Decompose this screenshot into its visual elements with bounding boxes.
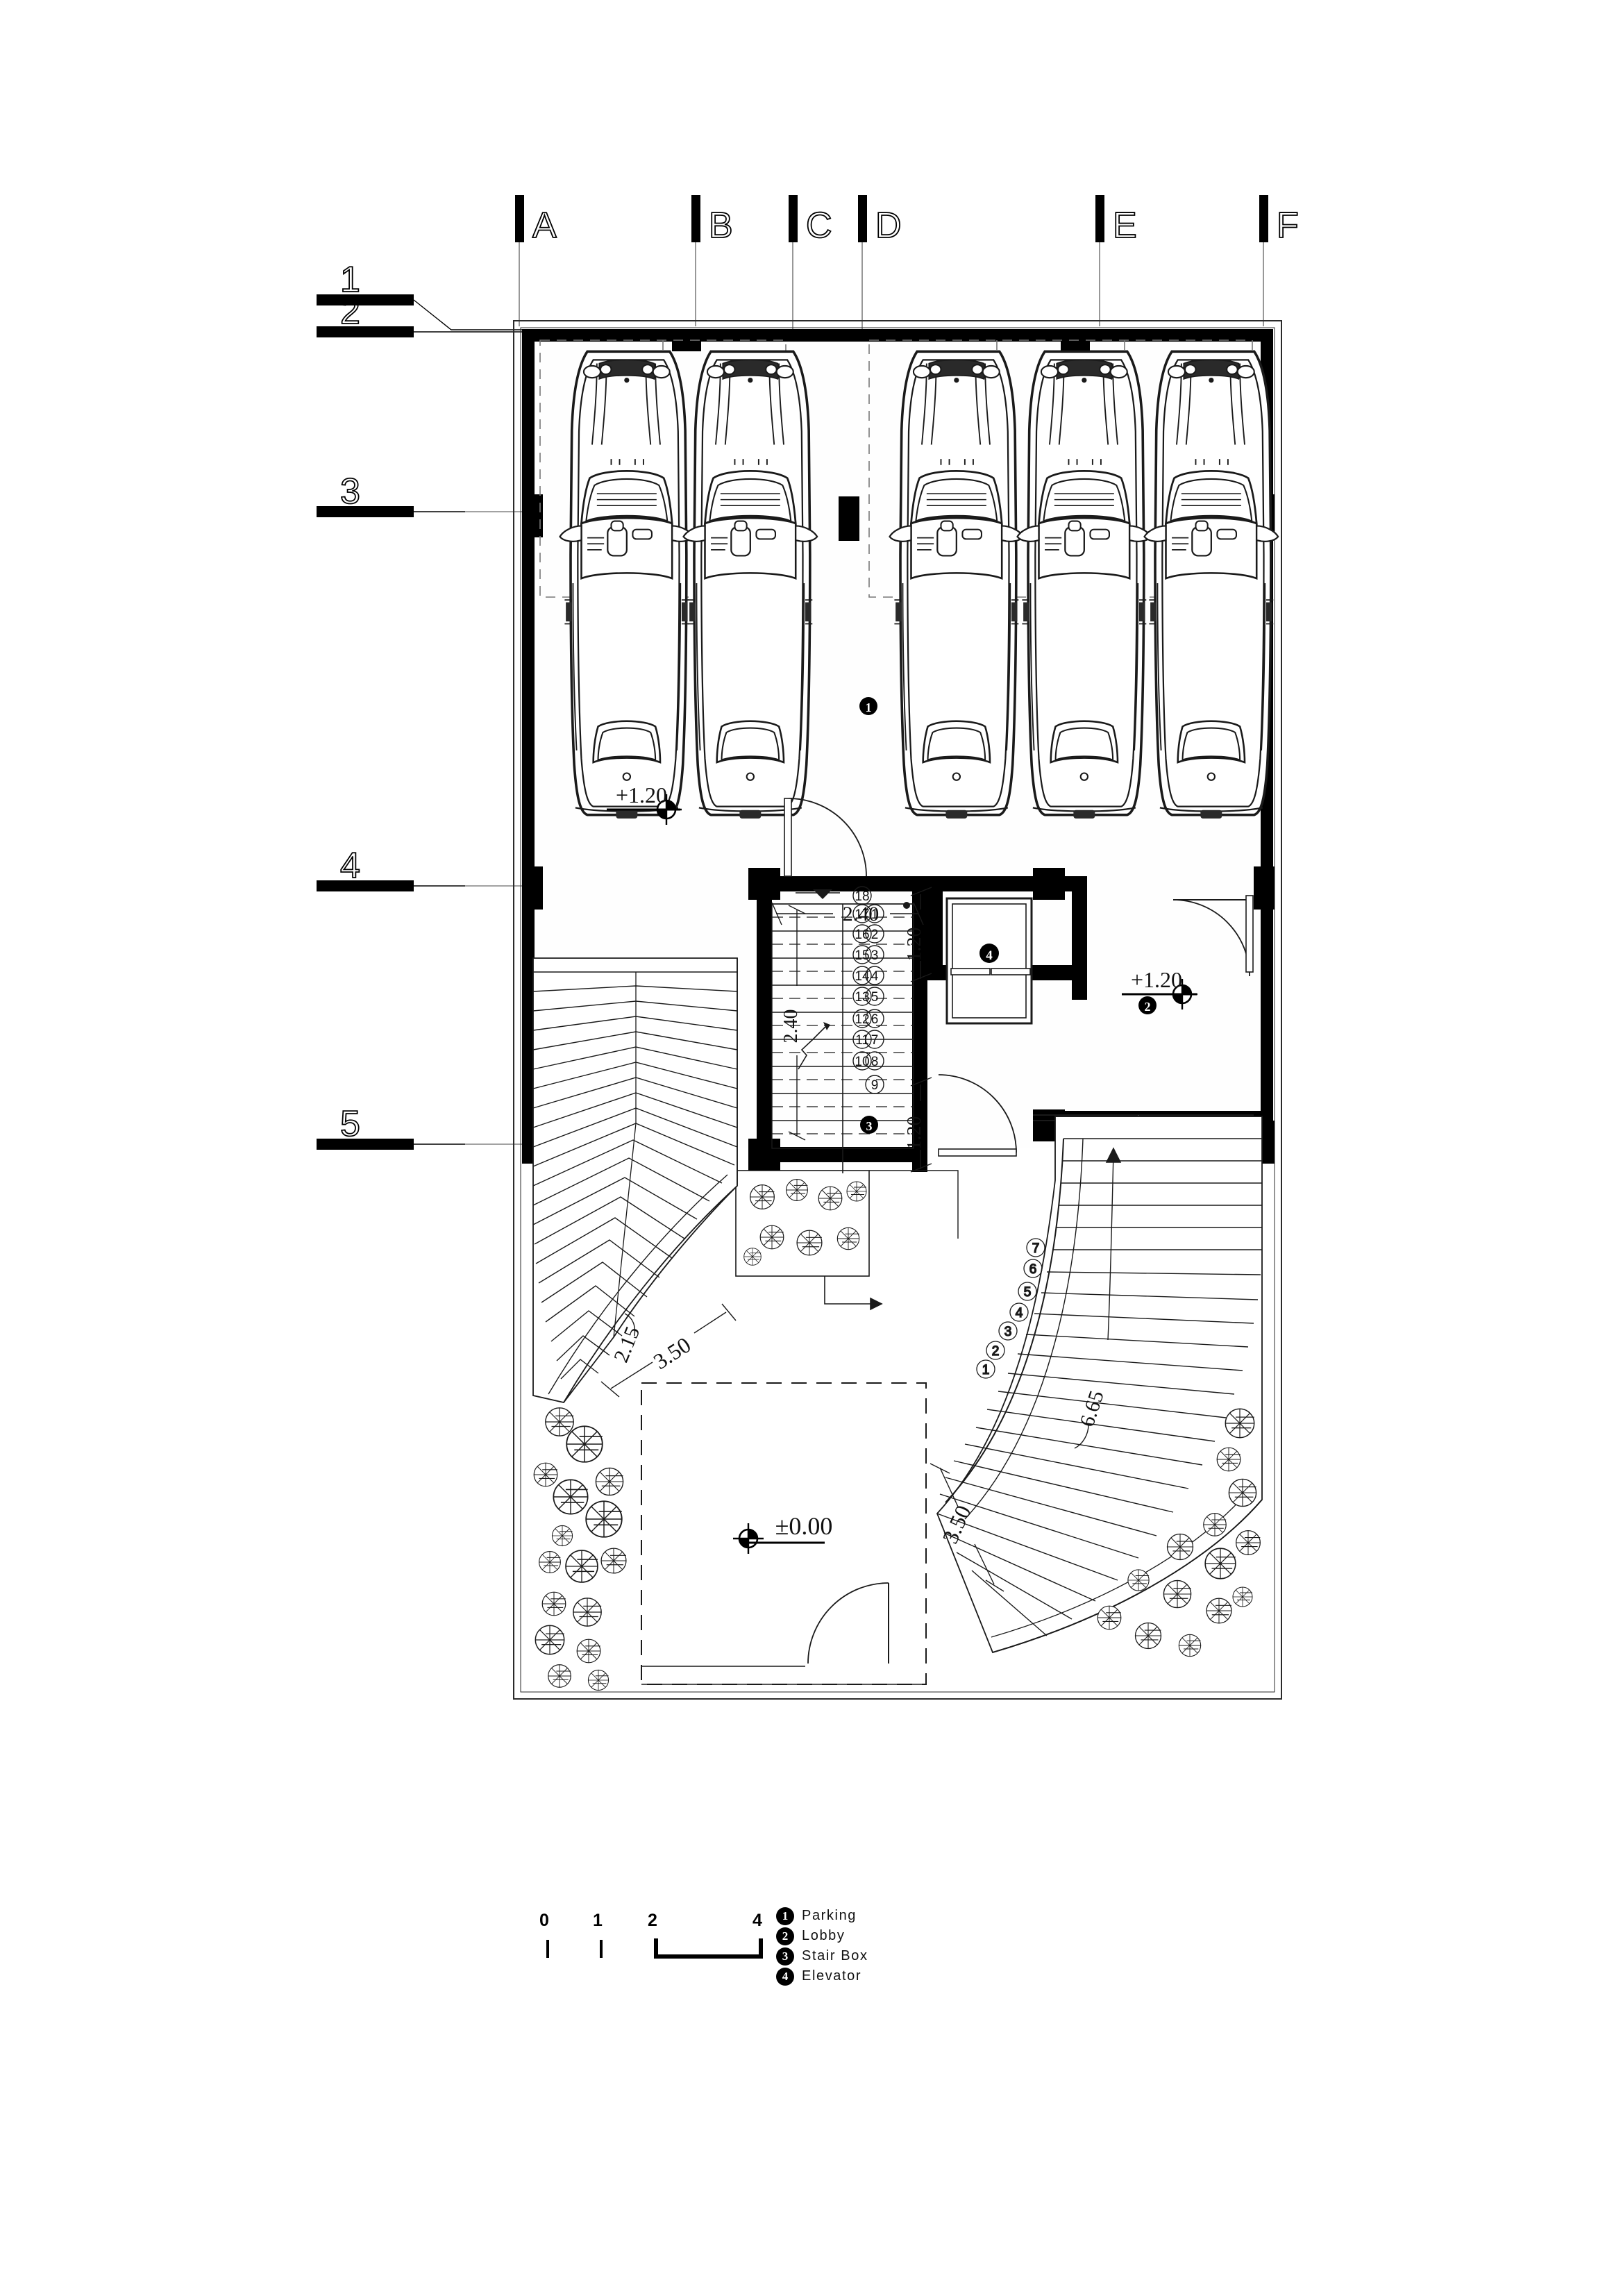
elevation-markers: +1.20 +1.20 ±0.00 — [607, 782, 1199, 1555]
svg-text:1: 1 — [871, 907, 879, 922]
legend-item-lobby: 2 Lobby — [776, 1926, 868, 1946]
parked-cars — [558, 350, 1279, 820]
svg-text:B: B — [709, 206, 733, 246]
right-curved-stair: 1 2 3 4 5 6 7 — [936, 1116, 1263, 1654]
svg-text:5: 5 — [1024, 1285, 1032, 1300]
svg-text:4: 4 — [340, 846, 360, 886]
legend-item-stair-box: 3 Stair Box — [776, 1946, 868, 1966]
svg-text:5: 5 — [871, 990, 879, 1005]
svg-text:2: 2 — [1145, 1000, 1151, 1014]
svg-text:12: 12 — [855, 1012, 869, 1027]
svg-text:+1.20: +1.20 — [616, 782, 667, 807]
legend-bullet-2: 2 — [776, 1927, 794, 1945]
svg-text:4: 4 — [1016, 1306, 1023, 1321]
svg-text:3.50: 3.50 — [649, 1332, 696, 1374]
svg-text:2: 2 — [340, 292, 360, 332]
svg-text:1: 1 — [866, 701, 872, 714]
site-boundary — [513, 320, 1282, 1700]
scale-tick-2: 2 — [648, 1911, 657, 1930]
svg-text:1.20: 1.20 — [904, 1116, 925, 1150]
entry-plaza — [641, 1382, 927, 1685]
scale-bar — [546, 1938, 763, 1959]
svg-text:2: 2 — [992, 1344, 1000, 1359]
legend-bullet-1: 1 — [776, 1907, 794, 1925]
svg-text:4: 4 — [871, 969, 879, 984]
svg-text:13: 13 — [855, 990, 869, 1005]
legend-bullet-3: 3 — [776, 1947, 794, 1966]
svg-text:5: 5 — [340, 1104, 360, 1144]
landscape-trees-left — [533, 1407, 627, 1691]
svg-text:4: 4 — [986, 948, 993, 963]
scale-tick-0: 0 — [539, 1911, 549, 1930]
svg-text:6: 6 — [871, 1012, 879, 1027]
door-swings — [784, 798, 1254, 1157]
legend-label-parking: Parking — [802, 1908, 857, 1923]
svg-text:±0.00: ±0.00 — [775, 1512, 833, 1540]
scale-tick-1: 1 — [593, 1911, 603, 1930]
legend-item-parking: 1 Parking — [776, 1906, 868, 1926]
svg-text:16: 16 — [855, 928, 869, 942]
planter-bed-core — [735, 1170, 870, 1277]
svg-text:E: E — [1113, 206, 1137, 246]
svg-text:+1.20: +1.20 — [1131, 967, 1182, 992]
svg-text:7: 7 — [1032, 1241, 1040, 1256]
entry-walkway — [824, 1170, 959, 1311]
legend-label-lobby: Lobby — [802, 1928, 846, 1943]
room-tags: 1 2 3 4 — [859, 697, 1157, 1134]
svg-text:2.40: 2.40 — [780, 1009, 802, 1044]
left-terrace-steps — [532, 957, 738, 1404]
svg-text:3: 3 — [1004, 1325, 1012, 1339]
grid-columns: A B C D E F — [515, 195, 1300, 528]
legend-bullet-4: 4 — [776, 1967, 794, 1986]
svg-text:3: 3 — [866, 1119, 873, 1133]
svg-text:D: D — [875, 206, 902, 246]
svg-text:C: C — [806, 206, 832, 246]
svg-text:6: 6 — [1029, 1262, 1037, 1277]
svg-text:3: 3 — [340, 471, 360, 512]
scale-tick-4: 4 — [752, 1911, 762, 1930]
svg-text:1: 1 — [340, 260, 360, 300]
svg-text:F: F — [1277, 206, 1299, 246]
svg-text:3: 3 — [871, 948, 879, 963]
legend-label-stair-box: Stair Box — [802, 1948, 868, 1963]
svg-text:8: 8 — [871, 1055, 879, 1069]
svg-text:15: 15 — [855, 948, 869, 963]
svg-text:10: 10 — [855, 1055, 869, 1069]
svg-text:1: 1 — [982, 1363, 990, 1377]
grid-rows: 1 2 3 4 5 — [317, 259, 555, 1150]
svg-text:18: 18 — [855, 889, 869, 904]
svg-text:A: A — [532, 206, 557, 246]
svg-text:9: 9 — [871, 1078, 879, 1093]
legend-label-elevator: Elevator — [802, 1968, 862, 1984]
svg-text:2.40: 2.40 — [843, 903, 880, 925]
legend-item-elevator: 4 Elevator — [776, 1966, 868, 1986]
svg-text:2: 2 — [871, 928, 879, 942]
svg-text:7: 7 — [871, 1033, 879, 1048]
svg-text:1.20: 1.20 — [904, 928, 925, 962]
legend: 1 Parking 2 Lobby 3 Stair Box 4 Elevator — [776, 1906, 868, 1986]
